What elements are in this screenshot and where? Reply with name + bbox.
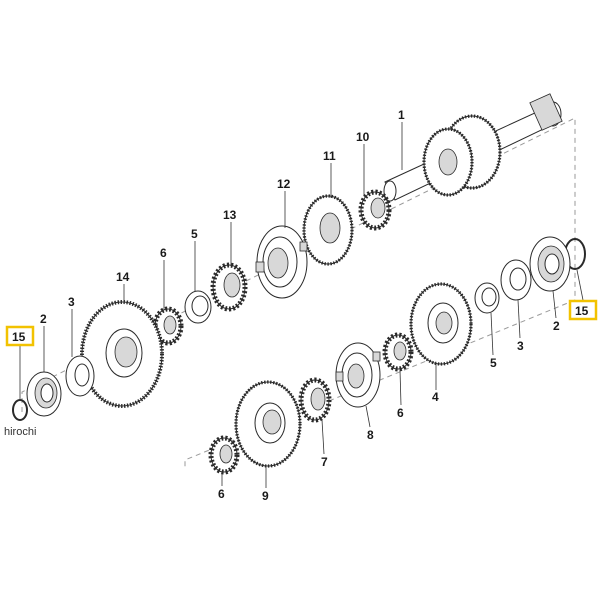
callout-8: 8: [367, 428, 374, 442]
callout-6-top: 6: [160, 246, 167, 260]
callout-12: 12: [277, 177, 291, 191]
ball-bearing-2-right: [529, 236, 571, 292]
synchro-hub-8: [335, 342, 381, 408]
highlight-box-15-left: [5, 325, 35, 347]
needle-bearing-13: [210, 262, 248, 312]
callout-10: 10: [356, 130, 370, 144]
callout-6-bottom: 6: [218, 487, 225, 501]
callout-3-left: 3: [68, 295, 75, 309]
callout-6-mid: 6: [397, 406, 404, 420]
callout-11: 11: [323, 149, 336, 163]
shaft-gear-large: [422, 114, 502, 197]
gear-9: [234, 380, 302, 468]
watermark-text: hirochi: [4, 426, 37, 438]
leader-lines: [19, 122, 584, 488]
callout-2-left: 2: [40, 312, 47, 326]
gear-4: [409, 282, 473, 366]
circlip-15-left: [12, 399, 28, 421]
needle-bearing-6-mid: [382, 332, 414, 372]
callout-2-right: 2: [553, 319, 560, 333]
callout-7: 7: [321, 455, 328, 469]
needle-bearing-7: [298, 377, 332, 423]
gear-14: [80, 300, 164, 408]
callout-1: 1: [398, 108, 405, 122]
gear-11: [302, 194, 354, 266]
callout-9: 9: [262, 489, 269, 503]
ball-bearing-2-left: [26, 371, 62, 417]
callout-3-right: 3: [517, 339, 524, 353]
bushing-5-right: [474, 282, 500, 314]
needle-bearing-6-bottom: [208, 435, 240, 475]
callout-4: 4: [432, 390, 439, 404]
needle-bearing-6-top: [152, 306, 184, 346]
synchro-hub-12: [255, 225, 308, 299]
washer-3-left: [65, 355, 95, 397]
bushing-5-top: [184, 290, 212, 324]
callout-15-left: 15: [12, 330, 26, 344]
washer-3-right: [500, 259, 532, 301]
callout-13: 13: [223, 208, 237, 222]
callout-5-top: 5: [191, 227, 198, 241]
needle-bearing-10: [358, 189, 392, 231]
assembly-frame: [21, 117, 576, 470]
callout-14: 14: [116, 270, 130, 284]
callout-5-right: 5: [490, 356, 497, 370]
callout-15-right: 15: [575, 304, 589, 318]
highlight-box-15-right: [568, 299, 598, 321]
